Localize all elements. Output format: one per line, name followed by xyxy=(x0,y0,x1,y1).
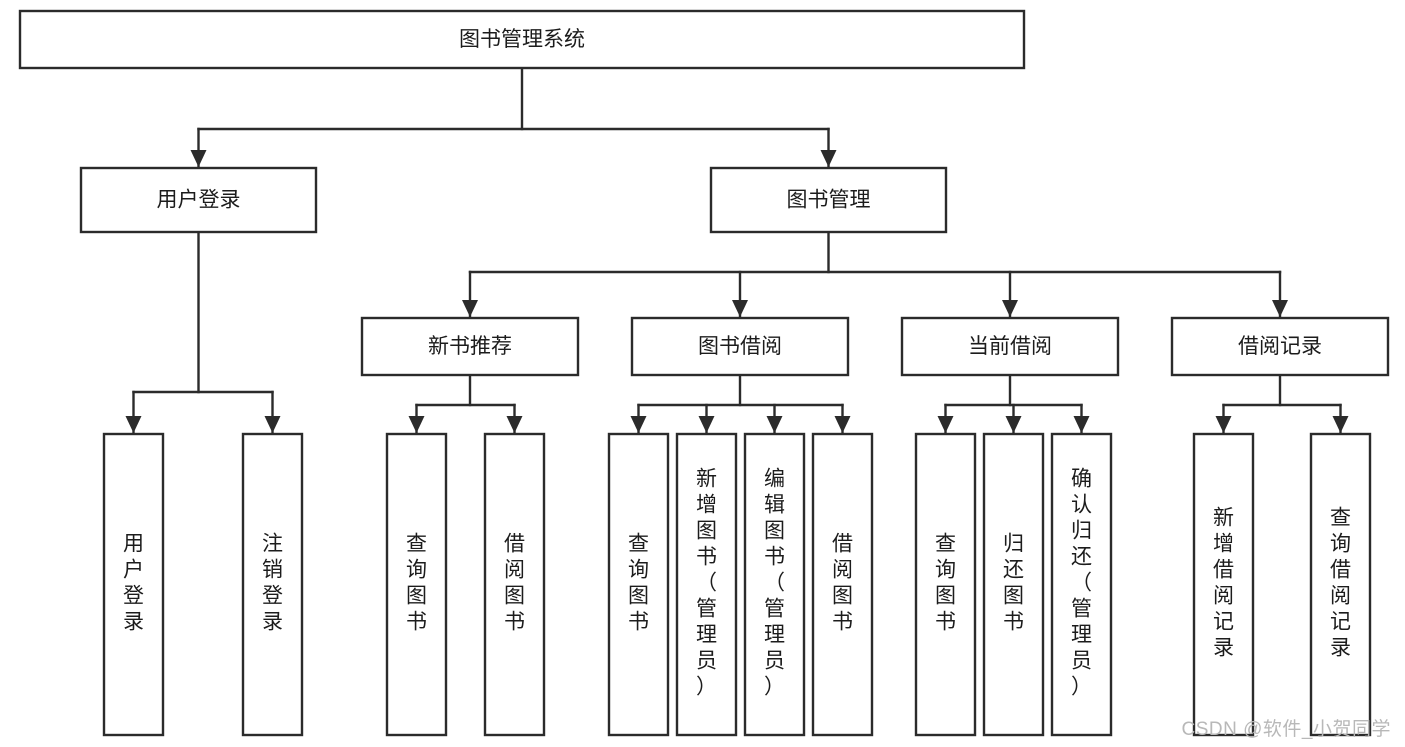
node-box xyxy=(483,432,546,737)
node-box xyxy=(79,166,318,234)
arrow-head-icon xyxy=(630,416,647,433)
node-label: 当前借阅 xyxy=(968,335,1052,358)
node-box xyxy=(914,432,977,737)
arrow-head-icon xyxy=(1002,300,1018,317)
arrow-head-icon xyxy=(698,416,715,433)
node-box xyxy=(709,166,948,234)
node-label: 新增图书（管理员） xyxy=(696,468,717,699)
node-box xyxy=(1309,432,1372,737)
node-leaf-return-book: 归还图书 xyxy=(982,432,1045,737)
node-box xyxy=(630,316,850,377)
node-leaf-borrow-book: 借阅图书 xyxy=(811,432,874,737)
node-box xyxy=(1170,316,1390,377)
node-label: 查询借阅记录 xyxy=(1330,507,1351,660)
node-user-login: 用户登录 xyxy=(79,166,318,234)
node-layer: 图书管理系统用户登录图书管理新书推荐图书借阅当前借阅借阅记录用户登录注销登录查询… xyxy=(18,9,1390,737)
node-label: 用户登录 xyxy=(157,189,241,212)
node-label: 图书管理系统 xyxy=(459,28,585,51)
node-box xyxy=(607,432,670,737)
arrow-head-icon xyxy=(264,416,281,433)
connector-layer xyxy=(125,66,1349,435)
arrow-head-icon xyxy=(125,416,142,433)
node-leaf-confirm-return-admin: 确认归还（管理员） xyxy=(1050,432,1113,737)
node-label: 图书管理 xyxy=(787,189,871,212)
arrow-head-icon xyxy=(1005,416,1022,433)
node-label: 查询图书 xyxy=(935,533,956,634)
node-label: 查询图书 xyxy=(628,533,649,634)
node-box xyxy=(811,432,874,737)
node-label: 确认归还（管理员） xyxy=(1071,468,1092,699)
node-box xyxy=(385,432,448,737)
node-leaf-query-book-rec: 查询图书 xyxy=(385,432,448,737)
arrow-head-icon xyxy=(506,416,523,433)
arrow-head-icon xyxy=(462,300,478,317)
node-book-manage: 图书管理 xyxy=(709,166,948,234)
node-box xyxy=(102,432,165,737)
arrow-head-icon xyxy=(190,150,207,167)
node-book-borrow: 图书借阅 xyxy=(630,316,850,377)
arrow-head-icon xyxy=(408,416,425,433)
arrow-head-icon xyxy=(1215,416,1232,433)
arrow-head-icon xyxy=(1272,300,1288,317)
arrow-head-icon xyxy=(1073,416,1090,433)
node-borrow-record: 借阅记录 xyxy=(1170,316,1390,377)
node-label: 归还图书 xyxy=(1003,533,1024,634)
node-current-borrow: 当前借阅 xyxy=(900,316,1120,377)
node-leaf-query-book-borrow: 查询图书 xyxy=(607,432,670,737)
node-label: 借阅记录 xyxy=(1238,335,1322,358)
arrow-head-icon xyxy=(1332,416,1349,433)
node-box xyxy=(241,432,304,737)
arrow-head-icon xyxy=(834,416,851,433)
node-box xyxy=(900,316,1120,377)
node-box xyxy=(18,9,1026,70)
node-label: 图书借阅 xyxy=(698,335,782,358)
node-leaf-query-book-current: 查询图书 xyxy=(914,432,977,737)
node-leaf-add-book-admin: 新增图书（管理员） xyxy=(675,432,738,737)
node-label: 借阅图书 xyxy=(832,533,853,634)
node-label: 编辑图书（管理员） xyxy=(764,468,785,699)
node-leaf-query-borrow-record: 查询借阅记录 xyxy=(1309,432,1372,737)
arrow-head-icon xyxy=(766,416,783,433)
node-leaf-logout-login: 注销登录 xyxy=(241,432,304,737)
arrow-head-icon xyxy=(820,150,837,167)
arrow-head-icon xyxy=(937,416,954,433)
node-leaf-edit-book-admin: 编辑图书（管理员） xyxy=(743,432,806,737)
node-label: 用户登录 xyxy=(123,533,144,634)
node-new-book-recommend: 新书推荐 xyxy=(360,316,580,377)
node-leaf-user-login: 用户登录 xyxy=(102,432,165,737)
node-leaf-borrow-book-rec: 借阅图书 xyxy=(483,432,546,737)
node-box xyxy=(982,432,1045,737)
arrow-head-icon xyxy=(732,300,748,317)
node-box xyxy=(675,432,738,737)
node-label: 新书推荐 xyxy=(428,335,512,358)
node-box xyxy=(1192,432,1255,737)
node-box xyxy=(360,316,580,377)
node-root: 图书管理系统 xyxy=(18,9,1026,70)
node-label: 借阅图书 xyxy=(504,533,525,634)
node-label: 注销登录 xyxy=(262,533,283,634)
node-label: 查询图书 xyxy=(406,533,427,634)
node-box xyxy=(743,432,806,737)
node-box xyxy=(1050,432,1113,737)
node-label: 新增借阅记录 xyxy=(1213,507,1234,660)
node-leaf-add-borrow-record: 新增借阅记录 xyxy=(1192,432,1255,737)
